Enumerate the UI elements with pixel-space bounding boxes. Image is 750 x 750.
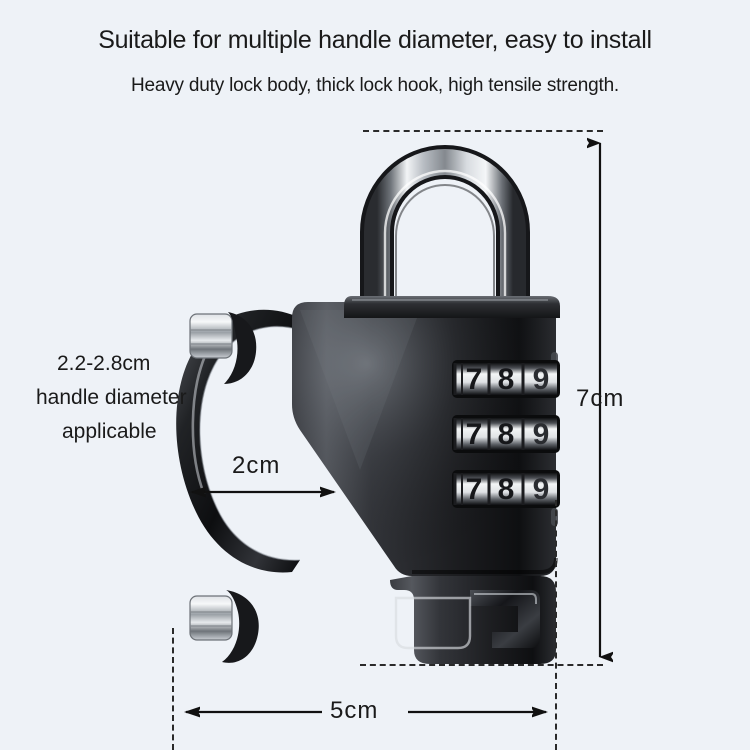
- dimension-label-inner-diameter: 2cm: [232, 452, 281, 479]
- clamp-bolt-lower: [189, 590, 259, 663]
- shackle: [360, 145, 530, 318]
- dial-digit: 7: [466, 363, 483, 396]
- dial-digit: 8: [498, 473, 515, 506]
- dial-digit: 9: [533, 418, 550, 451]
- handle-diameter-note-line2: handle diameter: [36, 386, 187, 409]
- page-title: Suitable for multiple handle diameter, e…: [98, 26, 652, 54]
- dial-digit: 9: [533, 473, 550, 506]
- dial-row[interactable]: 7 8 9: [452, 360, 560, 398]
- clamp-bolt-upper: [189, 312, 257, 384]
- dial-digit: 8: [498, 363, 515, 396]
- dial-digit: 7: [466, 473, 483, 506]
- guide-line-left: [172, 628, 174, 750]
- guide-line-right: [555, 500, 557, 750]
- handle-diameter-note-line1: 2.2-2.8cm: [57, 352, 151, 375]
- dial-digit: 8: [498, 418, 515, 451]
- guide-line-top: [363, 130, 603, 132]
- dimension-label-height: 7cm: [576, 385, 625, 412]
- dimension-label-width: 5cm: [330, 697, 379, 724]
- handle-diameter-note-line3: applicable: [62, 420, 157, 443]
- combination-dials[interactable]: 7 8 9 7 8 9 7: [452, 360, 560, 508]
- guide-line-bottom-right: [360, 664, 603, 666]
- dial-row[interactable]: 7 8 9: [452, 470, 560, 508]
- page-subtitle: Heavy duty lock body, thick lock hook, h…: [130, 75, 620, 96]
- dial-digit: 7: [466, 418, 483, 451]
- lock-hook: [390, 576, 556, 664]
- dial-digit: 9: [533, 363, 550, 396]
- dial-row[interactable]: 7 8 9: [452, 415, 560, 453]
